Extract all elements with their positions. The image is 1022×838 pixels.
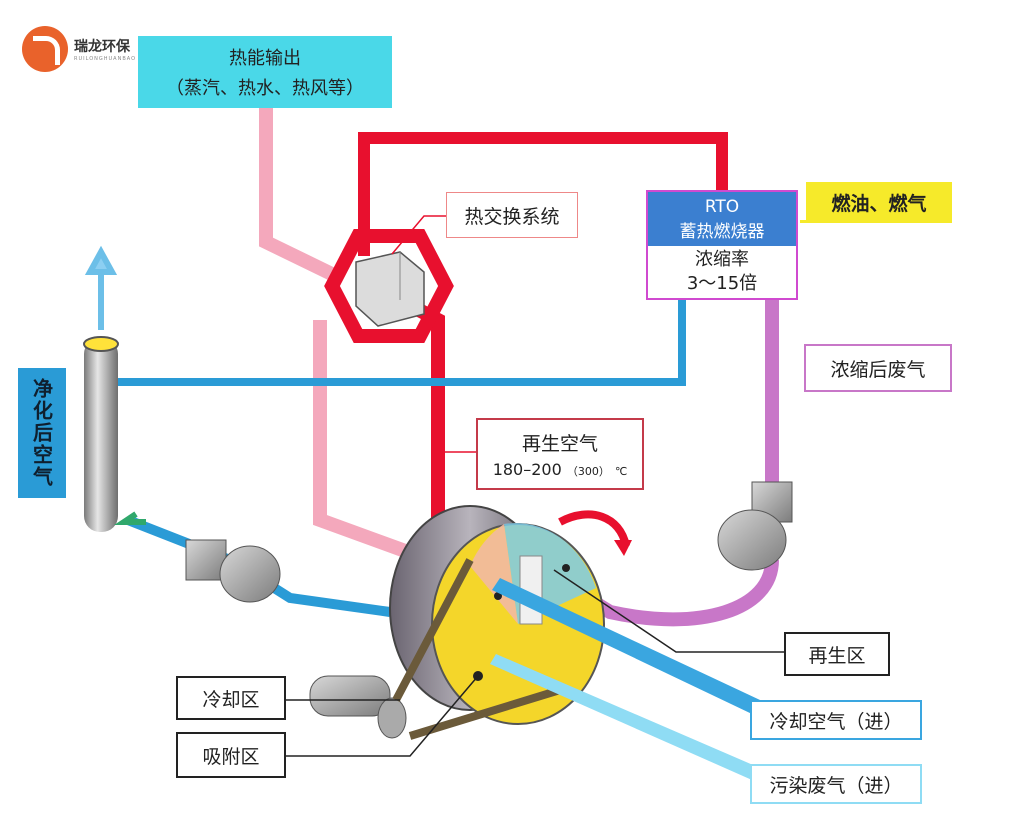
purified-air-text: 净化后空气 — [29, 378, 54, 488]
regen-air-temp-note: （300） — [566, 465, 610, 478]
heat-exchanger-hexagon — [324, 229, 454, 343]
cooling-zone-label: 冷却区 — [176, 676, 286, 720]
regen-air-unit: ℃ — [614, 465, 628, 478]
company-logo: 瑞龙环保 RUILONGHUANBAO — [22, 26, 136, 72]
rto-ratio-value: 3～15倍 — [686, 273, 758, 294]
rto-title: RTO — [704, 196, 740, 217]
rto-ratio-label: 浓缩率 — [695, 249, 749, 270]
polluted-exhaust-in-label: 污染废气（进） — [750, 764, 922, 804]
heat-exchanger-unit — [355, 251, 425, 327]
up-arrow-icon — [84, 245, 118, 330]
heat-exchange-label: 热交换系统 — [446, 192, 578, 238]
exhaust-stack — [84, 338, 118, 532]
cooling-air-in-label: 冷却空气（进） — [750, 700, 922, 740]
regen-air-temp: 180–200 — [492, 460, 562, 479]
heat-output-line1: 热能输出 — [229, 48, 301, 69]
rto-subtitle: 蓄热燃烧器 — [679, 221, 765, 242]
leader-adsorption-zone — [286, 675, 479, 757]
rto-red-loop — [358, 132, 728, 256]
leader-regen-zone — [553, 569, 784, 653]
fuel-label: 燃油、燃气 — [806, 182, 952, 222]
heat-output-pipe — [259, 108, 344, 285]
logo-icon — [22, 26, 68, 72]
logo-subtitle: RUILONGHUANBAO — [74, 56, 137, 62]
purified-air-label: 净化后空气 — [18, 368, 66, 498]
rotation-arrow-icon — [558, 510, 630, 548]
stack-top — [83, 336, 119, 352]
regen-air-label: 再生空气 180–200 （300） ℃ — [476, 418, 644, 490]
rto-box: RTO 蓄热燃烧器 浓缩率 3～15倍 — [646, 190, 798, 300]
regen-air-title: 再生空气 — [521, 433, 598, 455]
adsorption-zone-label: 吸附区 — [176, 732, 286, 778]
heat-output-line2: （蒸汽、热水、热风等） — [166, 78, 364, 99]
leader-heat-exchange — [391, 215, 446, 255]
concentrated-exhaust-fan — [717, 481, 793, 571]
heat-output-label: 热能输出 （蒸汽、热水、热风等） — [138, 36, 392, 108]
exchange-to-rotor-pipe — [313, 320, 433, 567]
cooling-air-stream — [492, 578, 760, 714]
polluted-exhaust-stream — [490, 654, 760, 780]
concentrated-exhaust-label: 浓缩后废气 — [804, 344, 952, 392]
purified-air-pipe — [118, 300, 686, 386]
fan-to-rotor-pipe — [544, 559, 779, 627]
rto-header: RTO 蓄热燃烧器 — [648, 192, 796, 246]
logo-name: 瑞龙环保 — [74, 39, 130, 55]
drive-motor — [309, 675, 407, 739]
stack-inlet-arrow-icon — [114, 511, 146, 525]
drive-belt — [392, 558, 562, 740]
fuel-underline — [800, 220, 952, 223]
cooling-fan — [185, 539, 281, 603]
regen-zone-label: 再生区 — [784, 632, 890, 676]
